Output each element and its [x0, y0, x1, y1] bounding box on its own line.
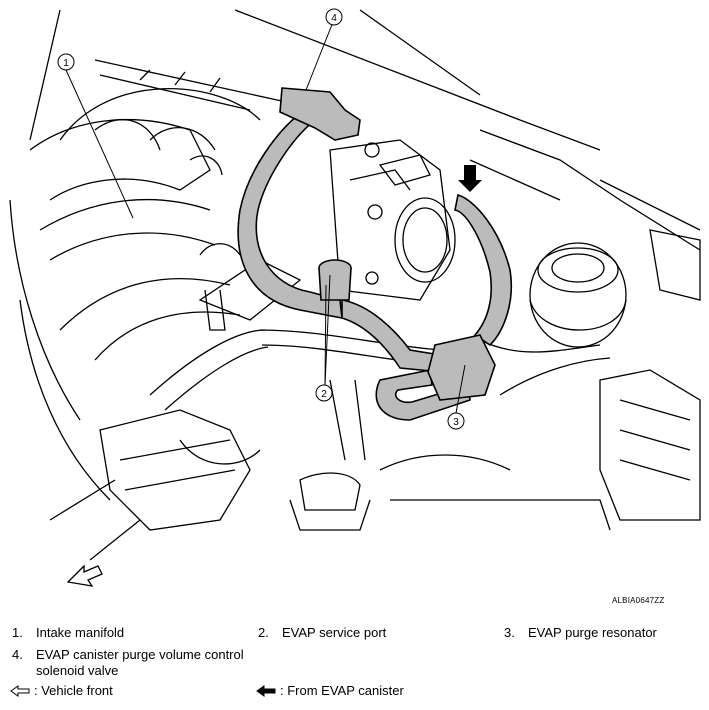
engine-components	[9, 9, 701, 561]
from-canister-label: : From EVAP canister	[280, 683, 404, 698]
svg-text:2: 2	[321, 389, 327, 400]
evap-hoses	[237, 87, 513, 421]
legend-item-2: 2. EVAP service port	[258, 625, 502, 641]
legend-vehicle-front: : Vehicle front	[10, 683, 113, 699]
legend-item-4: 4. EVAP canister purge volume control so…	[12, 647, 256, 679]
legend-item-1: 1. Intake manifold	[12, 625, 256, 641]
outline-arrow-icon	[10, 685, 30, 697]
svg-text:4: 4	[331, 13, 337, 24]
callout-4: 4	[325, 8, 343, 26]
legend-number: 1.	[12, 625, 23, 640]
callout-2: 2	[315, 384, 333, 402]
legend-number: 2.	[258, 625, 269, 640]
legend-text: EVAP purge resonator	[528, 625, 657, 640]
engine-bay-diagram: 1 2 3 4	[9, 8, 701, 587]
vehicle-front-arrow	[66, 564, 103, 587]
svg-text:1: 1	[63, 58, 69, 69]
legend-text: Intake manifold	[36, 625, 125, 640]
from-canister-arrow	[458, 165, 482, 192]
callout-3: 3	[447, 412, 465, 430]
callout-leaders	[65, 21, 466, 414]
legend-item-3: 3. EVAP purge resonator	[504, 625, 709, 641]
figure-code: ALBIA0647ZZ	[612, 596, 665, 605]
legend-text: EVAP service port	[282, 625, 387, 640]
legend-number: 3.	[504, 625, 515, 640]
svg-text:3: 3	[453, 417, 459, 428]
legend-text: EVAP canister purge volume control solen…	[36, 647, 244, 678]
legend-number: 4.	[12, 647, 23, 662]
callout-1: 1	[57, 53, 75, 71]
vehicle-front-label: : Vehicle front	[34, 683, 113, 698]
legend-from-canister: : From EVAP canister	[256, 683, 404, 699]
filled-arrow-icon	[256, 685, 276, 697]
